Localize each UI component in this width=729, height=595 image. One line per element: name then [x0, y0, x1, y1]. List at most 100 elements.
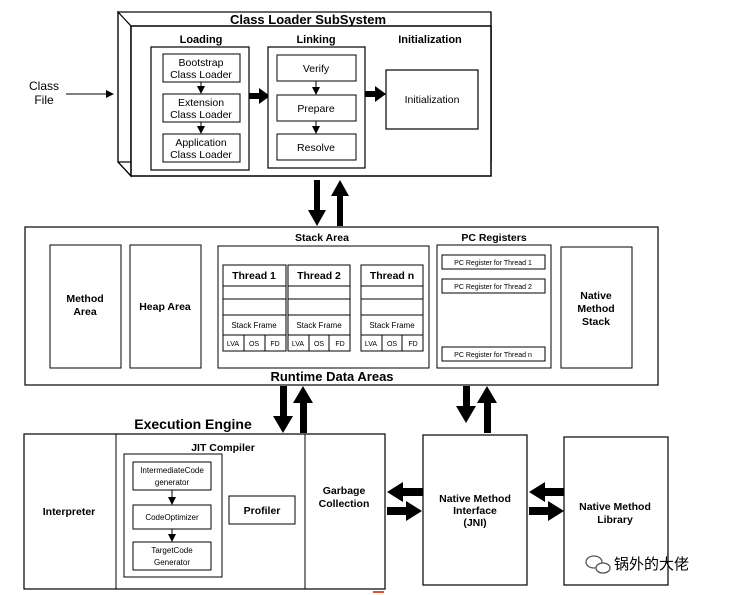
- watermark-text: 锅外的大佬: [614, 556, 689, 573]
- resolve-label: Resolve: [297, 142, 335, 154]
- thread-1-stack-frame: Stack Frame: [231, 321, 277, 330]
- arrow-loader-to-runtime: [308, 180, 326, 226]
- jni-line-2: Interface: [453, 505, 497, 517]
- heap-area-label: Heap Area: [139, 301, 191, 313]
- thread-n-stack-frame: Stack Frame: [369, 321, 415, 330]
- bootstrap-class-loader: [162, 53, 241, 83]
- pc-register-thread-n-label: PC Register for Thread n: [454, 352, 532, 359]
- verify-label: Verify: [303, 63, 330, 75]
- arrow-runtime-to-loader: [331, 180, 349, 226]
- library-line-2: Library: [597, 514, 633, 526]
- initialization-header: Initialization: [398, 34, 462, 46]
- target-code-generator: [132, 541, 212, 571]
- optimizer-label: CodeOptimizer: [145, 513, 199, 522]
- runtime-title: Runtime Data Areas: [270, 369, 393, 384]
- arrow-jni-to-runtime: [477, 386, 497, 433]
- library-line-1: Native Method: [579, 501, 651, 513]
- arrow-library-to-jni: [529, 482, 564, 502]
- class-file-line-2: File: [34, 93, 54, 107]
- intermediate-code-generator: [132, 461, 212, 491]
- execution-engine-title: Execution Engine: [134, 416, 252, 432]
- native-method-stack: [560, 246, 633, 369]
- target-line-2: Generator: [154, 558, 190, 567]
- thread-1-lva: LVA: [227, 341, 240, 348]
- pc-register-thread-2: [441, 278, 546, 294]
- gc-line-2: Collection: [319, 498, 370, 510]
- class-loader-title: Class Loader SubSystem: [230, 12, 386, 27]
- intermediate-line-2: generator: [155, 478, 190, 487]
- class-loader-subsystem: Class Loader SubSystem Loading Bootstrap…: [117, 10, 492, 178]
- arrow-linking-to-initialization: [365, 86, 386, 102]
- jni-line-1: Native Method: [439, 493, 511, 505]
- thread-2-fd: FD: [335, 341, 344, 348]
- thread-2-label: Thread 2: [297, 270, 341, 282]
- native-method-interface: [422, 434, 528, 586]
- extension-line-2: Class Loader: [170, 109, 232, 121]
- thread-2-os: OS: [314, 341, 324, 348]
- verify-box: [276, 54, 357, 82]
- native-stack-line-1: Native: [580, 290, 612, 302]
- profiler-box: [228, 495, 296, 525]
- arrow-jni-to-library: [529, 501, 564, 521]
- method-area-line-2: Area: [73, 306, 97, 318]
- thread-1-os: OS: [249, 341, 259, 348]
- wechat-icon: [585, 555, 611, 574]
- pc-register-thread-2-label: PC Register for Thread 2: [454, 284, 532, 291]
- arrow-jni-to-execution: [387, 482, 423, 502]
- runtime-data-areas: Runtime Data Areas Method Area Heap Area…: [24, 226, 659, 386]
- pc-register-thread-1-label: PC Register for Thread 1: [454, 260, 532, 267]
- application-line-2: Class Loader: [170, 149, 232, 161]
- thread-n-label: Thread n: [370, 270, 414, 282]
- thread-n-fd: FD: [408, 341, 417, 348]
- thread-2: Thread 2 Stack Frame LVA OS FD: [287, 264, 351, 352]
- pc-registers-label: PC Registers: [461, 232, 527, 244]
- profiler-label: Profiler: [244, 505, 281, 517]
- resolve-box: [276, 133, 357, 161]
- stack-area-label: Stack Area: [295, 232, 349, 244]
- native-method-library: [563, 436, 669, 586]
- application-line-1: Application: [175, 137, 227, 149]
- pc-register-thread-1: [441, 254, 546, 270]
- thread-1-label: Thread 1: [232, 270, 276, 282]
- native-stack-line-3: Stack: [582, 316, 610, 328]
- thread-1: Thread 1 Stack Frame LVA OS FD: [222, 264, 287, 352]
- prepare-box: [276, 94, 357, 122]
- heap-area: [129, 244, 202, 369]
- pc-register-thread-n: [441, 346, 546, 362]
- application-class-loader: [162, 133, 241, 163]
- thread-n-lva: LVA: [365, 341, 378, 348]
- class-loader-side-face: [117, 10, 132, 178]
- native-stack-line-2: Method: [577, 303, 614, 315]
- jit-compiler-label: JIT Compiler: [191, 442, 255, 454]
- target-line-1: TargetCode: [151, 546, 193, 555]
- arrow-execution-to-jni: [387, 501, 422, 521]
- thread-2-lva: LVA: [292, 341, 305, 348]
- intermediate-line-1: IntermediateCode: [140, 466, 204, 475]
- extension-class-loader: [162, 93, 241, 123]
- initialization-box: [385, 69, 479, 130]
- thread-n: Thread n Stack Frame LVA OS FD: [360, 264, 424, 352]
- class-file-line-1: Class: [29, 79, 59, 93]
- loading-label: Loading: [180, 34, 223, 46]
- thread-n-os: OS: [387, 341, 397, 348]
- jni-line-3: (JNI): [463, 517, 486, 529]
- initialization-box-label: Initialization: [405, 94, 460, 106]
- method-area: [49, 244, 122, 369]
- extension-line-1: Extension: [178, 97, 224, 109]
- execution-engine: Execution Engine Interpreter JIT Compile…: [23, 416, 386, 590]
- arrow-loading-to-linking: [249, 88, 270, 104]
- linking-label: Linking: [296, 34, 335, 46]
- thread-1-fd: FD: [270, 341, 279, 348]
- arrow-runtime-to-execution: [273, 386, 293, 433]
- thread-2-stack-frame: Stack Frame: [296, 321, 342, 330]
- arrow-execution-to-runtime: [293, 386, 313, 433]
- arrow-runtime-to-jni: [456, 386, 476, 423]
- interpreter-label: Interpreter: [43, 506, 96, 518]
- prepare-label: Prepare: [297, 103, 335, 115]
- bootstrap-line-2: Class Loader: [170, 69, 232, 81]
- gc-line-1: Garbage: [323, 485, 366, 497]
- bootstrap-line-1: Bootstrap: [179, 57, 224, 69]
- method-area-line-1: Method: [66, 293, 103, 305]
